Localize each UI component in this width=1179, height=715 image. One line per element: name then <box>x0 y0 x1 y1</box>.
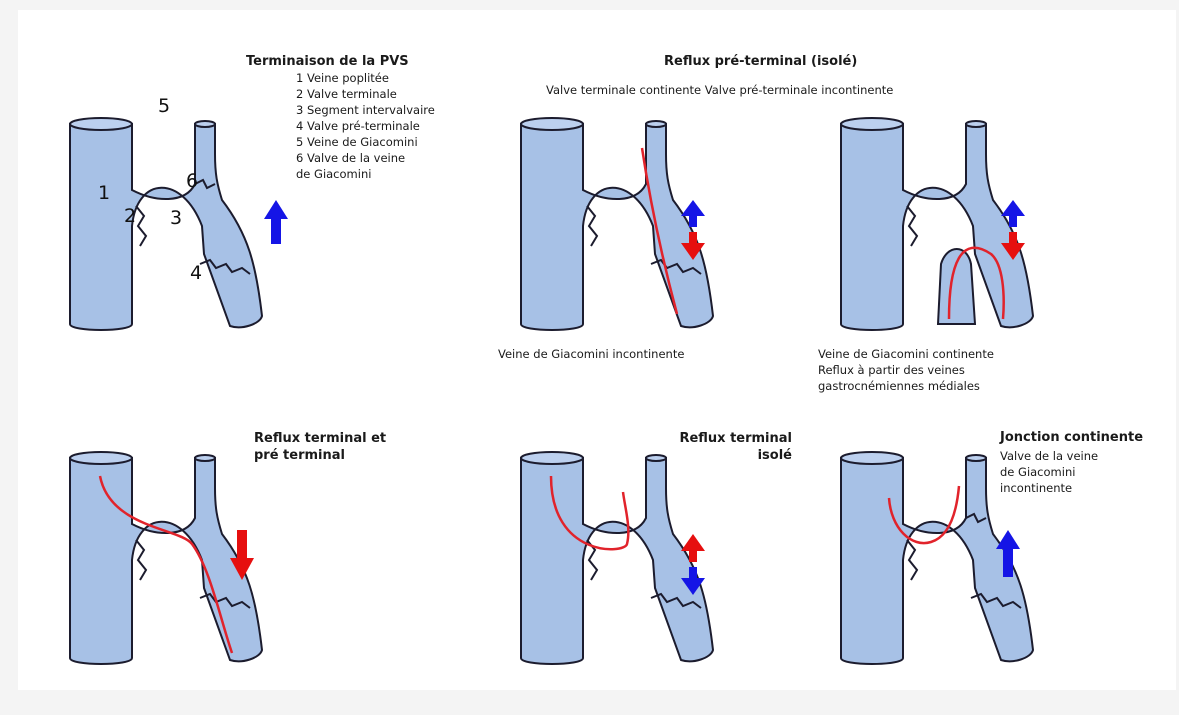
arrow-up-p1 <box>264 200 288 244</box>
label-number-1: 1 <box>98 182 110 204</box>
legend-item: 5 Veine de Giacomini <box>296 134 435 150</box>
popliteal-vein-top <box>70 118 132 130</box>
title-line: Reflux terminal <box>654 430 792 447</box>
popliteal-vein-top <box>70 452 132 464</box>
panel-1-title: Terminaison de la PVS <box>246 54 409 69</box>
panel-6-title: Jonction continente <box>1000 430 1143 445</box>
subtitle-line: de Giacomini <box>1000 464 1098 480</box>
title-line: pré terminal <box>254 447 386 464</box>
legend-item: 1 Veine poplitée <box>296 70 435 86</box>
panel-2-caption: Veine de Giacomini incontinente <box>498 346 684 362</box>
giacomini-vein-top <box>195 121 215 127</box>
caption-line: gastrocnémiennes médiales <box>818 378 994 394</box>
panel-4-title: Reflux terminal et pré terminal <box>254 430 386 464</box>
panel-1-legend: 1 Veine poplitée 2 Valve terminale 3 Seg… <box>296 70 435 182</box>
panel-5-isolated-terminal-reflux <box>521 452 713 664</box>
panel-3-caption: Veine de Giacomini continente Reflux à p… <box>818 346 994 394</box>
panel-2-pre-terminal-reflux <box>521 118 713 330</box>
giacomini-vein-top <box>966 121 986 127</box>
giacomini-vein-top <box>195 455 215 461</box>
caption-line: Veine de Giacomini continente <box>818 346 994 362</box>
terminal-valve <box>907 540 917 580</box>
popliteal-vein-top <box>521 452 583 464</box>
popliteal-vein-top <box>841 118 903 130</box>
label-number-6: 6 <box>186 170 198 192</box>
title-line: Reflux terminal et <box>254 430 386 447</box>
panel-6-subtitle: Valve de la veine de Giacomini incontine… <box>1000 448 1098 496</box>
vein-shape-5 <box>521 458 713 664</box>
panel-1-pvs-termination <box>70 118 262 330</box>
panel-3-gastrocnemius-reflux <box>841 118 1033 330</box>
subtitle-line: Valve de la veine <box>1000 448 1098 464</box>
legend-item: de Giacomini <box>296 166 435 182</box>
caption-line: Reflux à partir des veines <box>818 362 994 378</box>
panel-5-title: Reflux terminal isolé <box>654 430 792 464</box>
panel-2-heading: Reflux pré-terminal (isolé) <box>664 54 857 69</box>
vein-shape-1 <box>70 124 262 330</box>
legend-item: 3 Segment intervalvaire <box>296 102 435 118</box>
panel-2-subheading: Valve terminale continente Valve pré-ter… <box>546 82 893 98</box>
legend-item: 4 Valve pré-terminale <box>296 118 435 134</box>
vein-shape-2 <box>521 124 713 330</box>
terminal-valve <box>587 206 597 246</box>
popliteal-vein-top <box>841 452 903 464</box>
popliteal-vein-top <box>521 118 583 130</box>
subtitle-line: incontinente <box>1000 480 1098 496</box>
legend-item: 6 Valve de la veine <box>296 150 435 166</box>
terminal-valve <box>907 206 917 246</box>
label-number-4: 4 <box>190 262 202 284</box>
figure-canvas: Terminaison de la PVS 1 Veine poplitée 2… <box>18 10 1176 690</box>
legend-item: 2 Valve terminale <box>296 86 435 102</box>
terminal-valve <box>136 540 146 580</box>
label-number-2: 2 <box>124 205 136 227</box>
title-line: isolé <box>654 447 792 464</box>
giacomini-vein-top <box>646 121 666 127</box>
terminal-valve <box>136 206 146 246</box>
label-number-5: 5 <box>158 95 170 117</box>
giacomini-vein-top <box>966 455 986 461</box>
label-number-3: 3 <box>170 207 182 229</box>
